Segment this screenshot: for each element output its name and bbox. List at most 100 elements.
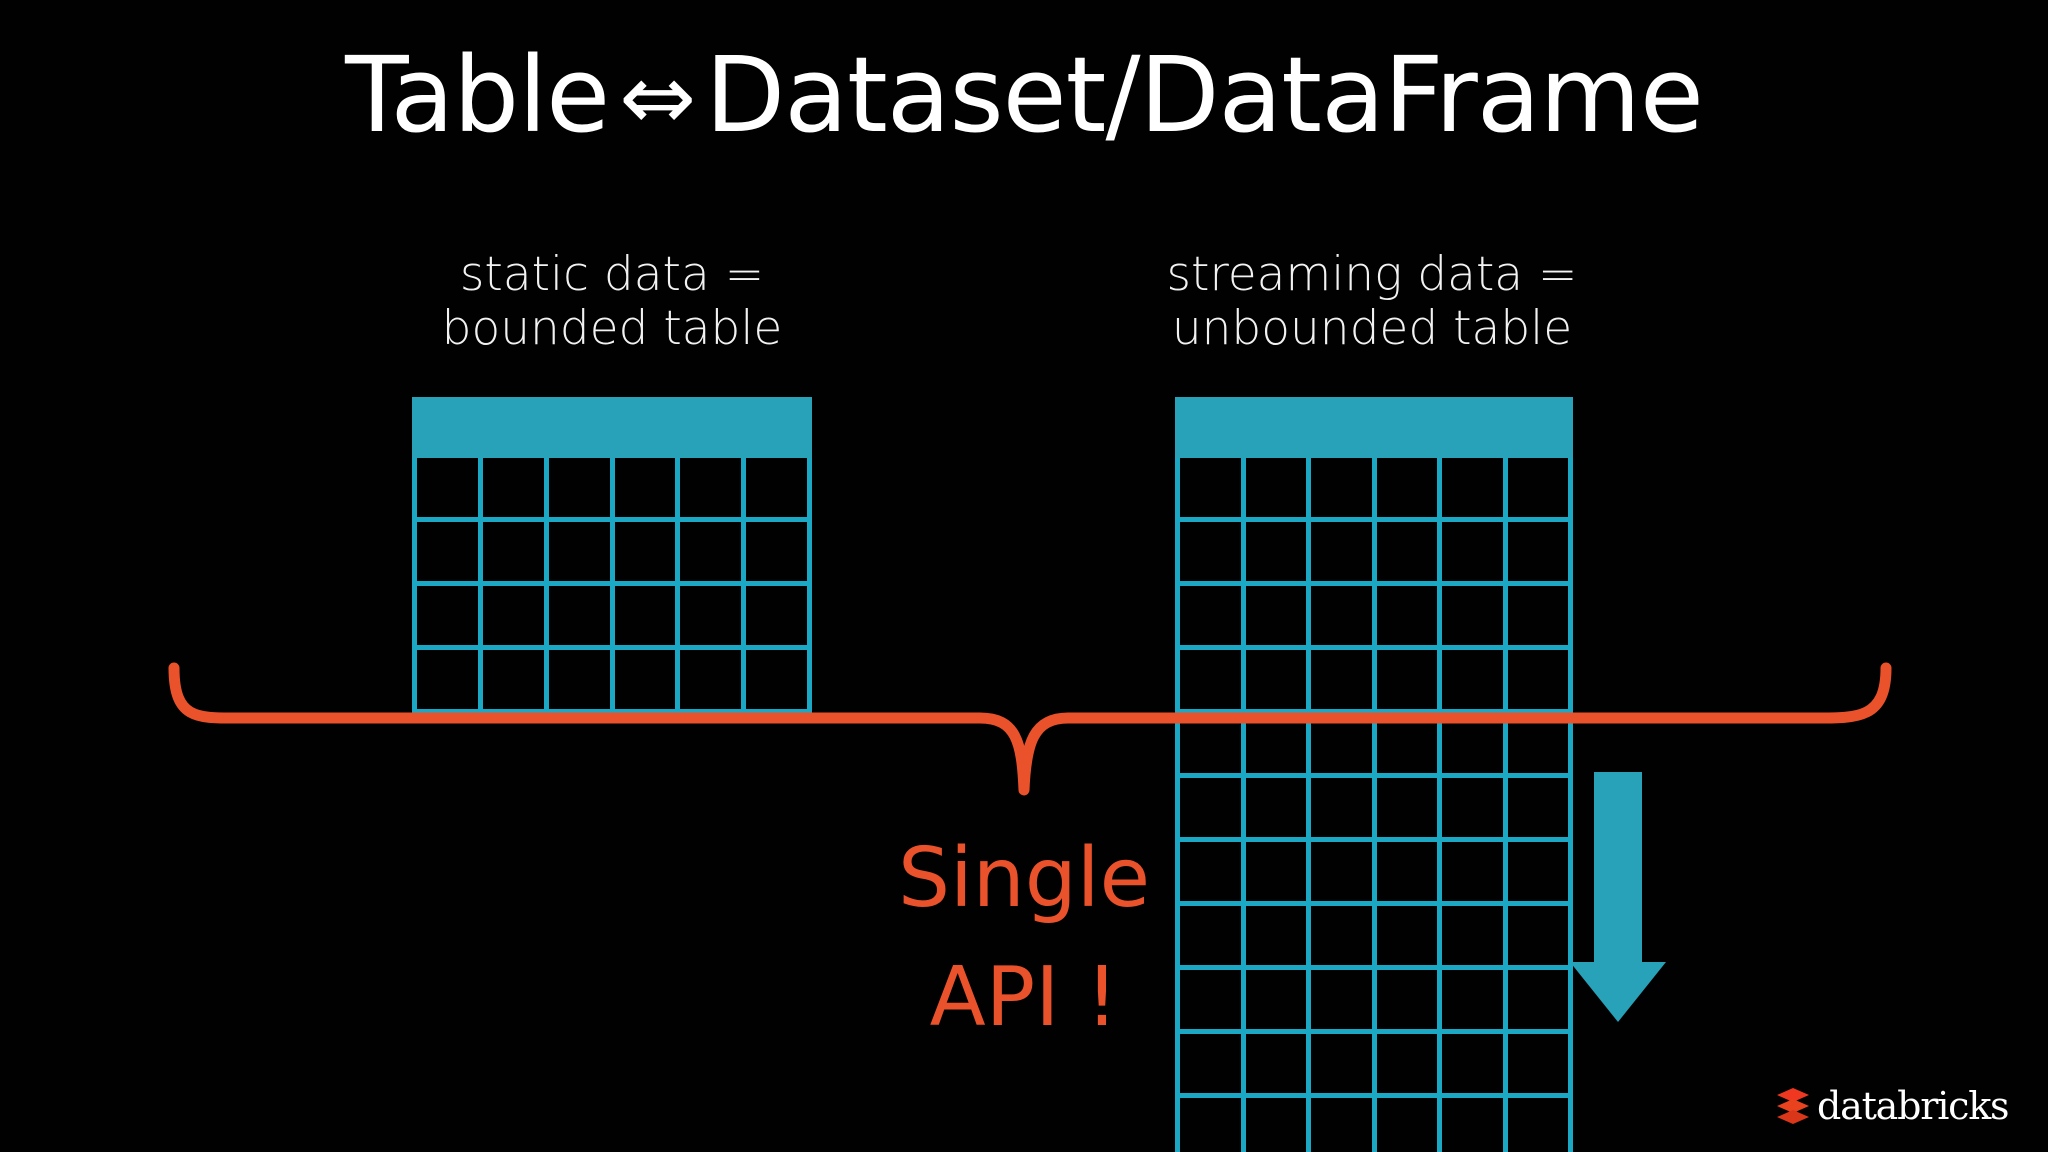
unbounded-table-cell (1376, 650, 1442, 714)
bounded-table-cell (548, 458, 615, 522)
bounded-table-cell (746, 522, 812, 586)
unbounded-table-cell (1180, 842, 1246, 906)
unbounded-table-cell (1180, 1034, 1246, 1098)
unbounded-table-cell (1311, 650, 1377, 714)
unbounded-table-cell (1442, 714, 1508, 778)
unbounded-table-cell (1311, 970, 1377, 1034)
bounded-table-cell (482, 650, 549, 714)
unbounded-table-cell (1376, 1034, 1442, 1098)
bounded-table-cell (614, 586, 681, 650)
unbounded-table-cell (1376, 522, 1442, 586)
unbounded-table-cell (1442, 586, 1508, 650)
databricks-brick-icon (1777, 1088, 1809, 1124)
unbounded-table-cell (1442, 1098, 1508, 1152)
unbounded-table-cell (1311, 842, 1377, 906)
unbounded-table-cell (1180, 650, 1246, 714)
unbounded-table-cell (1245, 1034, 1311, 1098)
unbounded-table-cell (1507, 842, 1573, 906)
databricks-logo: databricks (1776, 1078, 2016, 1134)
bounded-table-cell (482, 586, 549, 650)
bounded-table-cell (417, 522, 483, 586)
unbounded-table-cell (1507, 906, 1573, 970)
unbounded-table-cell (1311, 1034, 1377, 1098)
unbounded-table-cell (1376, 586, 1442, 650)
unbounded-table-cell (1245, 778, 1311, 842)
bounded-table-cell (417, 458, 483, 522)
unbounded-table-cell (1245, 842, 1311, 906)
unbounded-table-cell (1245, 906, 1311, 970)
unbounded-table-cell (1245, 522, 1311, 586)
streaming-caption-line2: unbounded table (1171, 301, 1573, 357)
unbounded-table-cell (1442, 842, 1508, 906)
title-suffix: Dataset/DataFrame (705, 34, 1704, 156)
unbounded-table-cell (1376, 970, 1442, 1034)
unbounded-table-cell (1377, 1098, 1442, 1152)
unbounded-table-cell (1180, 586, 1246, 650)
unbounded-table-cell (1442, 650, 1508, 714)
streaming-data-caption: streaming data = unbounded table (1112, 247, 1632, 357)
unbounded-table-cell (1507, 970, 1573, 1034)
unbounded-table-cell (1376, 778, 1442, 842)
bounded-table-cell (680, 458, 747, 522)
bounded-table-cell (548, 650, 615, 714)
unbounded-table-cell (1246, 1098, 1311, 1152)
unbounded-table-cell (1180, 906, 1246, 970)
bounded-table-body-grid (412, 458, 812, 714)
bounded-table-graphic (412, 397, 812, 714)
bounded-table-cell (482, 522, 549, 586)
page-title: Table⇔Dataset/DataFrame (0, 38, 2048, 152)
unbounded-table-cell (1442, 458, 1508, 522)
unbounded-table-cell (1311, 458, 1377, 522)
unbounded-table-header-row (1175, 397, 1573, 458)
bounded-table-cell (746, 650, 812, 714)
unbounded-table-cell (1180, 458, 1246, 522)
unbounded-table-cell (1311, 522, 1377, 586)
unbounded-table-cell (1442, 522, 1508, 586)
unbounded-table-cell (1311, 906, 1377, 970)
bounded-table-cell (680, 586, 747, 650)
databricks-wordmark: databricks (1817, 1084, 2010, 1128)
single-api-label: Single API ! (774, 820, 1274, 1058)
unbounded-table-cell (1442, 1034, 1508, 1098)
streaming-append-arrow-icon (1570, 772, 1666, 1022)
unbounded-table-cell (1442, 970, 1508, 1034)
unbounded-table-cell (1376, 842, 1442, 906)
bounded-table-cell (746, 458, 812, 522)
static-caption-line2: bounded table (441, 301, 783, 357)
bounded-table-cell (417, 650, 483, 714)
static-data-caption: static data = bounded table (352, 247, 872, 357)
unbounded-table-cell (1180, 1098, 1246, 1152)
unbounded-table-cell (1508, 1098, 1573, 1152)
unbounded-table-cell (1507, 458, 1573, 522)
bounded-table-header-row (412, 397, 812, 458)
unbounded-table-cell (1507, 1034, 1573, 1098)
unbounded-table-cell (1245, 586, 1311, 650)
unbounded-table-cell (1376, 714, 1442, 778)
static-caption-line1: static data = (459, 247, 765, 302)
bounded-table-cell (680, 522, 747, 586)
bounded-table-cell (548, 522, 615, 586)
unbounded-table-cell (1507, 586, 1573, 650)
title-prefix: Table (345, 34, 610, 156)
unbounded-table-cell (1245, 970, 1311, 1034)
unbounded-table-cell (1507, 522, 1573, 586)
bounded-table-cell (614, 650, 681, 714)
unbounded-table-cell (1442, 906, 1508, 970)
unbounded-table-cell (1311, 586, 1377, 650)
bounded-table-cell (548, 586, 615, 650)
unbounded-table-cell (1180, 778, 1246, 842)
unbounded-table-cell (1245, 650, 1311, 714)
unbounded-table-cell (1507, 650, 1573, 714)
bounded-table-cell (482, 458, 549, 522)
unbounded-table-cell (1311, 714, 1377, 778)
unbounded-table-cell (1311, 778, 1377, 842)
bounded-table-cell (417, 586, 483, 650)
bounded-table-cell (614, 458, 681, 522)
unbounded-table-cell (1180, 714, 1246, 778)
unbounded-table-cell (1311, 1098, 1377, 1152)
single-api-line1: Single (897, 831, 1151, 926)
unbounded-table-cell (1507, 778, 1573, 842)
left-right-double-arrow-icon: ⇔ (619, 44, 696, 151)
bounded-table-cell (746, 586, 812, 650)
